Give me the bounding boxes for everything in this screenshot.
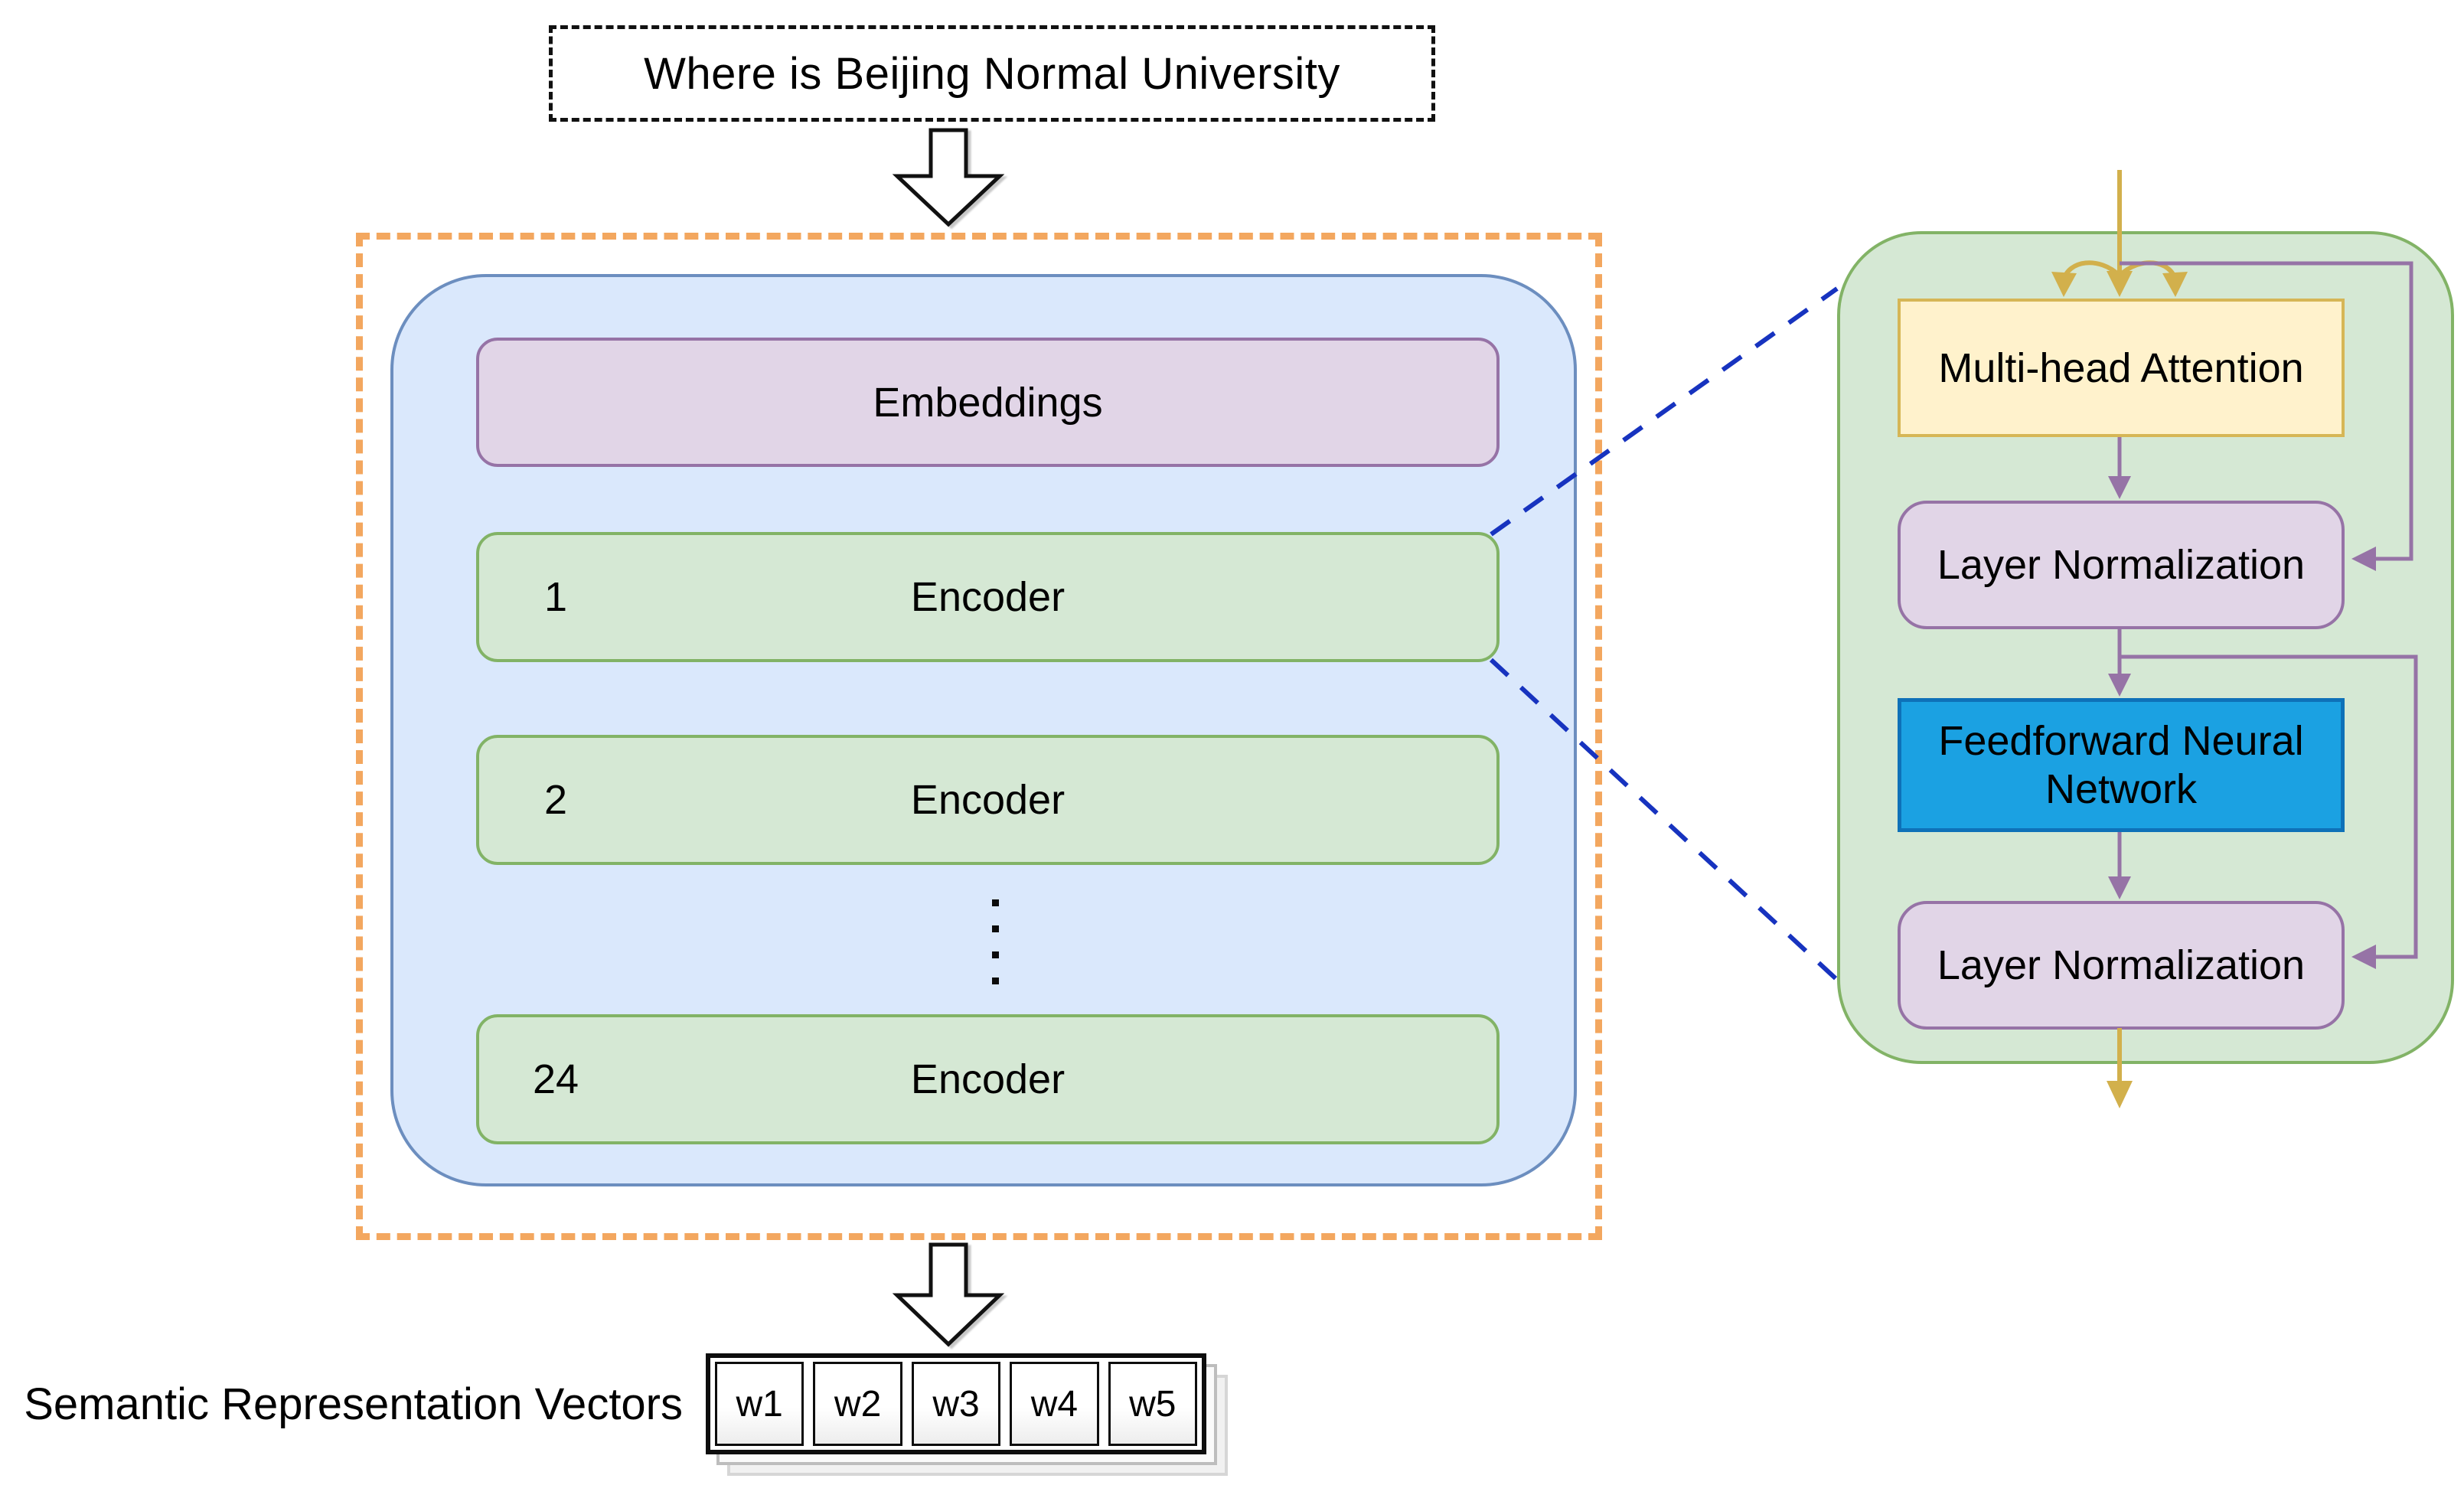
output-label: Semantic Representation Vectors [0,1353,683,1454]
vector-row: w1 w2 w3 w4 w5 [706,1353,1206,1454]
layer-normalization-1-box: Layer Normalization [1898,501,2345,629]
feedforward-network-box: Feedforward Neural Network [1898,698,2345,832]
encoder-24-label: Encoder [910,1056,1066,1102]
output-down-arrow-icon [892,1242,1005,1347]
vector-w3-label: w3 [932,1383,980,1425]
vector-cell-w3: w3 [911,1362,1001,1446]
vector-cell-w4: w4 [1010,1362,1099,1446]
ellipsis-dot [992,899,999,906]
feedforward-network-label: Feedforward Neural Network [1938,718,2304,812]
output-label-text: Semantic Representation Vectors [24,1379,683,1429]
vector-w1-label: w1 [736,1383,783,1425]
encoder-2-box: 2 Encoder [476,735,1500,865]
encoder-1-index: 1 [543,574,568,620]
panel-output-arrowhead-icon [2107,1081,2133,1108]
encoder-1-label: Encoder [910,574,1066,620]
layer-normalization-1-label: Layer Normalization [1937,542,2306,588]
encoder-2-index: 2 [543,777,568,823]
ellipsis-dot [992,951,999,958]
multi-head-attention-box: Multi-head Attention [1898,299,2345,437]
encoder-2-label: Encoder [910,777,1066,823]
layer-normalization-2-box: Layer Normalization [1898,901,2345,1030]
vector-cell-w5: w5 [1108,1362,1198,1446]
embeddings-box: Embeddings [476,338,1500,467]
ellipsis-dot [992,977,999,984]
vector-w4-label: w4 [1030,1383,1079,1425]
multi-head-attention-label: Multi-head Attention [1938,344,2304,391]
encoder-24-box: 24 Encoder [476,1014,1500,1144]
input-down-arrow-icon [892,128,1005,227]
vector-cell-w2: w2 [813,1362,902,1446]
vector-w5-label: w5 [1129,1383,1177,1425]
vector-cell-w1: w1 [715,1362,804,1446]
layer-normalization-2-label: Layer Normalization [1937,942,2306,988]
vector-w2-label: w2 [834,1383,882,1425]
input-question-text: Where is Beijing Normal University [644,48,1340,99]
encoder-24-index: 24 [532,1056,579,1102]
ellipsis-dot [992,925,999,932]
input-question-box: Where is Beijing Normal University [549,25,1435,122]
embeddings-label: Embeddings [873,379,1103,426]
encoder-1-box: 1 Encoder [476,532,1500,662]
